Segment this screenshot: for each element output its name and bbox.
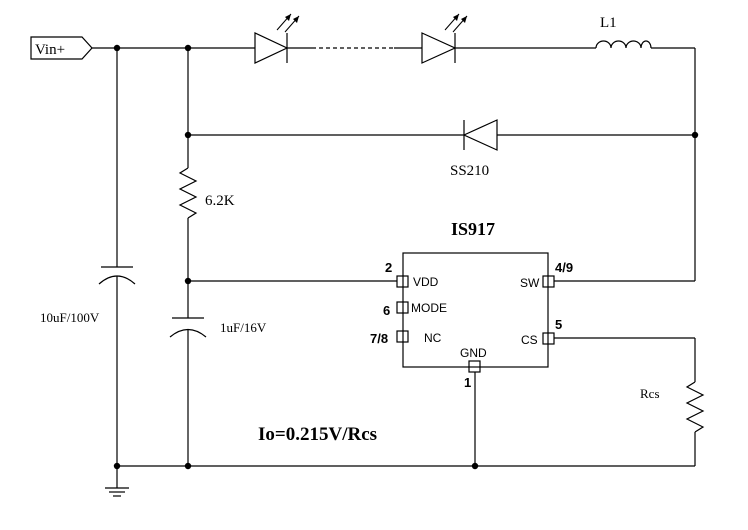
pin-cs-number: 5: [555, 317, 562, 332]
sense-resistor: [685, 381, 705, 433]
pin-mode-label: MODE: [411, 301, 447, 315]
ground-symbol: [105, 487, 129, 497]
pin-cs-label: CS: [521, 333, 538, 347]
sense-resistor-label: Rcs: [640, 386, 660, 401]
vin-terminal: Vin+: [30, 36, 93, 60]
led-1-light-arrows: [276, 13, 300, 33]
pin-nc-number: 7/8: [370, 331, 388, 346]
pin-vdd: [396, 275, 409, 288]
pin-gnd-label: GND: [460, 346, 487, 360]
led-1: [254, 13, 300, 64]
pin-sw-label: SW: [520, 276, 540, 290]
vin-label: Vin+: [35, 42, 65, 58]
output-current-formula: Io=0.215V/Rcs: [258, 424, 377, 445]
diode-label: SS210: [450, 163, 489, 179]
input-capacitor-label: 10uF/100V: [40, 310, 100, 325]
vdd-branch: 6.2K 1uF/16V: [169, 48, 267, 466]
inductor-label: L1: [600, 15, 617, 31]
ground-rail: [116, 465, 695, 488]
resistor-6k2-label: 6.2K: [205, 193, 235, 209]
resistor-6k2: [178, 167, 198, 219]
pin-mode: [396, 301, 409, 314]
ic-is917: IS917 2 6 7/8 1 4/9 5 VDD MODE NC GND SW…: [370, 219, 573, 390]
pin-mode-number: 6: [383, 303, 390, 318]
pin-nc: [396, 330, 409, 343]
pin-nc-label: NC: [424, 331, 442, 345]
top-rail-wires: L1: [92, 13, 696, 281]
led-2: [421, 13, 468, 64]
vdd-capacitor: 1uF/16V: [169, 317, 267, 338]
schottky-diode-ss210: SS210: [188, 119, 695, 179]
junction-dots: [113, 44, 699, 470]
inductor-l1: L1: [595, 15, 652, 49]
pin-sw-number: 4/9: [555, 260, 573, 275]
pin-vdd-label: VDD: [413, 275, 439, 289]
pin-vdd-number: 2: [385, 260, 392, 275]
vdd-capacitor-label: 1uF/16V: [220, 320, 267, 335]
led-2-light-arrows: [444, 13, 468, 33]
input-capacitor: 10uF/100V: [40, 48, 136, 466]
ic-name: IS917: [451, 219, 495, 239]
pin-gnd-number: 1: [464, 375, 471, 390]
sense-resistor-branch: Rcs: [554, 337, 705, 466]
